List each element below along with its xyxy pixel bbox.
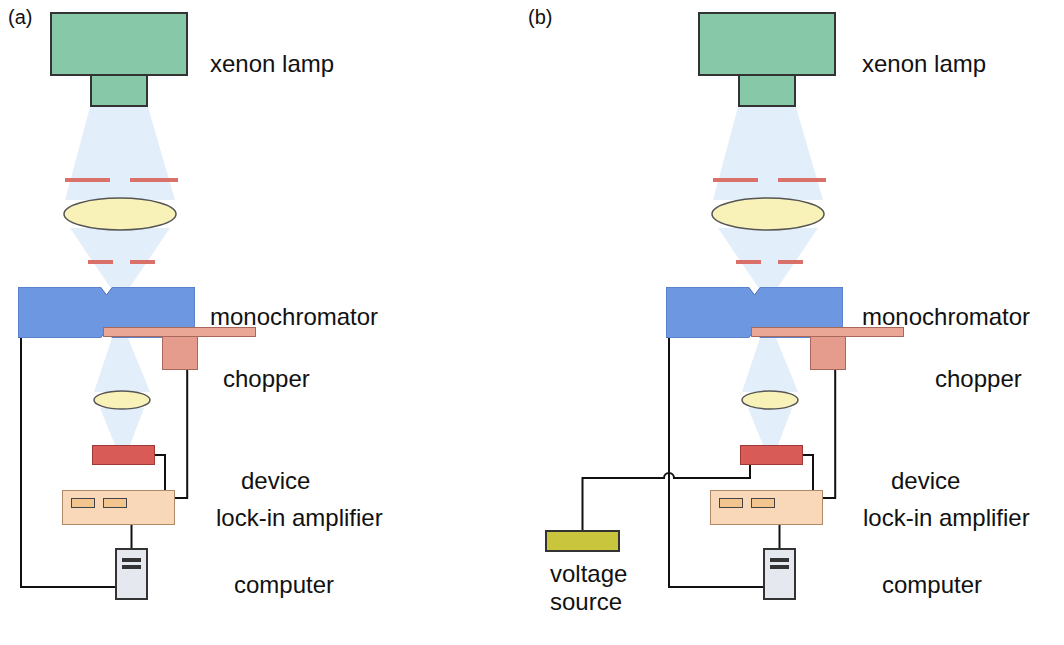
computer-drive bbox=[122, 558, 141, 562]
chopper-blade bbox=[751, 327, 904, 337]
component-chop: chopper bbox=[810, 336, 846, 370]
component-lock: lock-in amplifier bbox=[62, 490, 175, 525]
signal-wire bbox=[779, 525, 781, 548]
component-lamp: xenon lamp bbox=[698, 12, 836, 107]
lockin-display bbox=[751, 498, 775, 508]
component-label: voltage source bbox=[550, 560, 645, 615]
lamp-neck bbox=[738, 74, 796, 107]
component-label: lock-in amplifier bbox=[863, 504, 1030, 532]
signal-wire bbox=[823, 370, 835, 498]
lockin-display bbox=[103, 498, 127, 508]
lockin-display bbox=[719, 498, 743, 508]
component-label: chopper bbox=[223, 365, 310, 393]
computer-drive bbox=[770, 565, 789, 569]
component-vsrc: voltage source bbox=[545, 530, 620, 552]
signal-wire bbox=[803, 455, 813, 490]
chopper-blade bbox=[103, 327, 256, 337]
component-comp: computer bbox=[115, 548, 148, 600]
component-label: xenon lamp bbox=[210, 50, 334, 78]
signal-wire bbox=[155, 455, 165, 490]
component-label: computer bbox=[234, 571, 334, 599]
component-label: chopper bbox=[935, 365, 1022, 393]
panel-label: (a) bbox=[8, 6, 32, 29]
lamp-neck bbox=[90, 74, 148, 107]
optics-b bbox=[712, 107, 826, 445]
component-label: device bbox=[241, 467, 310, 495]
component-dev: device bbox=[92, 445, 155, 465]
signal-wire bbox=[175, 370, 187, 498]
component-lock: lock-in amplifier bbox=[710, 490, 823, 525]
computer-drive bbox=[770, 558, 789, 562]
component-chop: chopper bbox=[162, 336, 198, 370]
component-lamp: xenon lamp bbox=[50, 12, 188, 107]
component-label: xenon lamp bbox=[862, 50, 986, 78]
component-comp: computer bbox=[763, 548, 796, 600]
lamp-housing bbox=[50, 12, 188, 76]
optics-a bbox=[64, 107, 178, 445]
component-label: computer bbox=[882, 571, 982, 599]
signal-wire bbox=[131, 525, 133, 548]
component-label: lock-in amplifier bbox=[216, 504, 383, 532]
lamp-housing bbox=[698, 12, 836, 76]
computer-drive bbox=[122, 565, 141, 569]
panel-label: (b) bbox=[528, 6, 552, 29]
component-label: device bbox=[891, 467, 960, 495]
lockin-display bbox=[71, 498, 95, 508]
component-dev: device bbox=[740, 445, 803, 465]
